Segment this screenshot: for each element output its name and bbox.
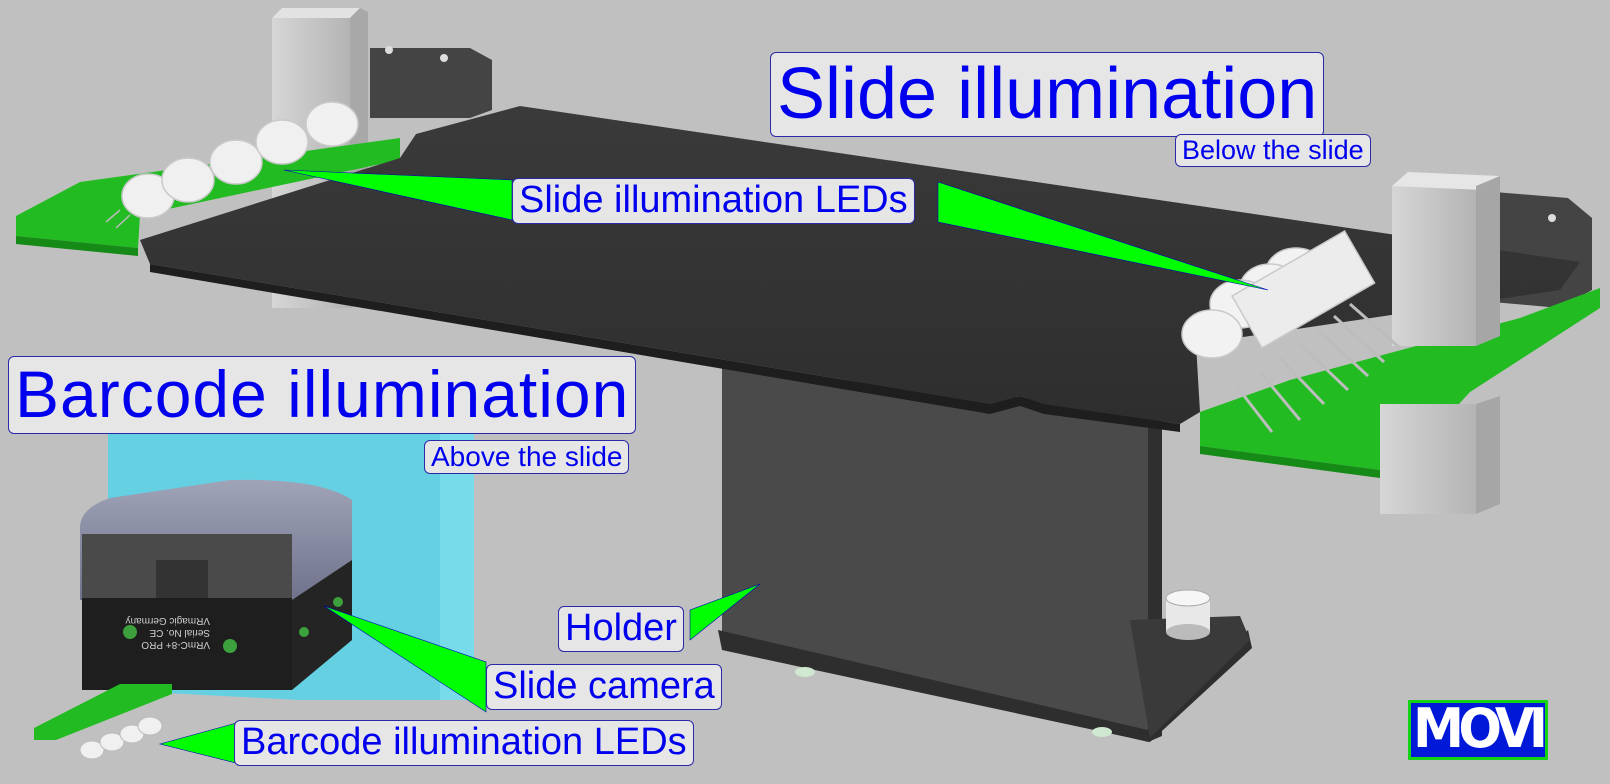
slide-camera-label: Slide camera xyxy=(486,664,722,710)
holder-stand xyxy=(718,368,1252,742)
movie-button-label: MOVIE xyxy=(1413,700,1545,760)
slide-illumination-title: Slide illumination xyxy=(770,52,1325,137)
label-pointers xyxy=(158,169,1269,765)
slide-camera: VRmC-8+ PRO Serial No. CE VRmagic German… xyxy=(80,479,352,690)
pointer-holder xyxy=(689,583,761,641)
holder-label: Holder xyxy=(558,606,684,652)
slide-leds-left xyxy=(105,101,359,229)
barcode-illumination-title: Barcode illumination xyxy=(8,356,637,434)
barcode-illumination-subtitle: Above the slide xyxy=(424,440,630,475)
camera-engraving-line3: VRmagic Germany xyxy=(126,615,210,626)
slide-illumination-leds-label: Slide illumination LEDs xyxy=(512,178,915,224)
camera-engraving-line1: VRmC-8+ PRO xyxy=(141,639,210,650)
barcode-illumination-leds-label: Barcode illumination LEDs xyxy=(234,720,694,766)
white-spacer xyxy=(1165,589,1211,640)
pointer-barcode-leds xyxy=(158,721,241,765)
pointer-slide-leds-right xyxy=(937,181,1269,291)
right-support-post xyxy=(1380,172,1500,514)
left-mount-block xyxy=(370,46,492,118)
slide-illumination-subtitle: Below the slide xyxy=(1175,134,1371,168)
barcode-led-pcb xyxy=(34,684,172,760)
slide-leds-right xyxy=(1181,229,1401,433)
movie-button[interactable]: MOVIE xyxy=(1408,700,1548,760)
camera-engraving-line2: Serial No. CE xyxy=(149,627,210,638)
